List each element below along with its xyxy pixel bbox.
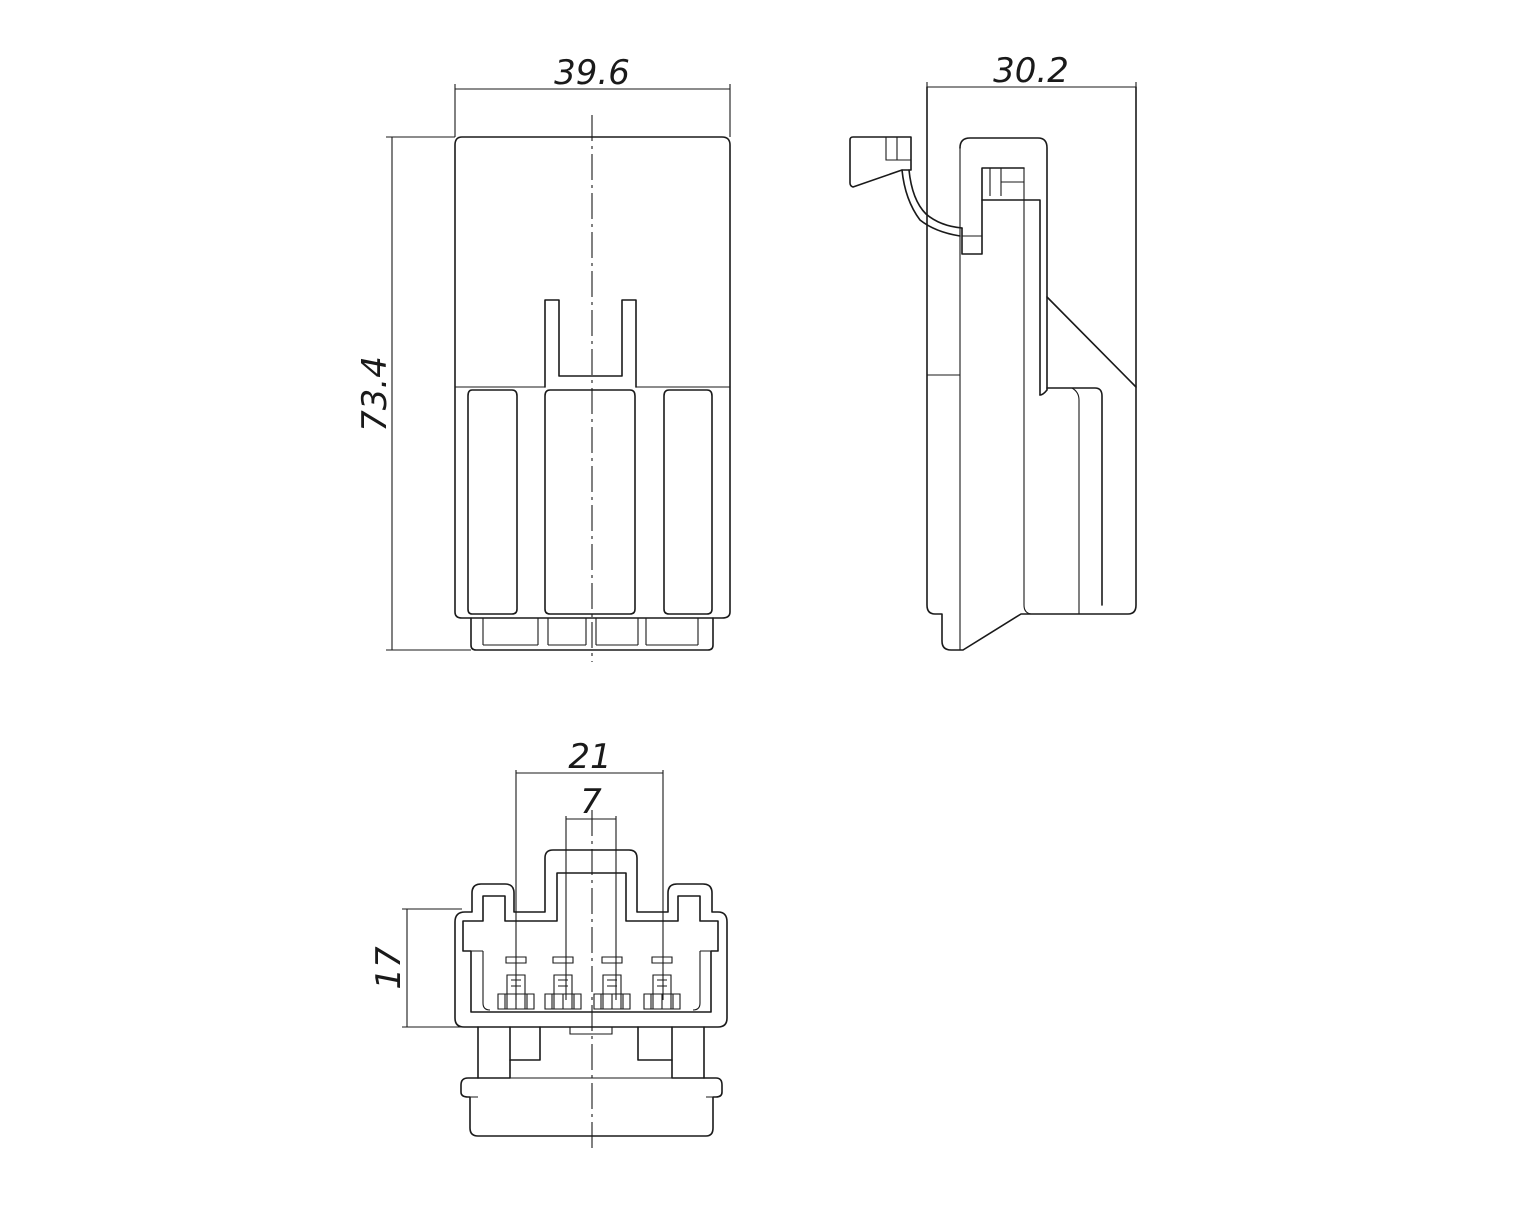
bottom-outer-dimension: 21 <box>515 737 664 1000</box>
front-width-dimension: 39.6 <box>454 53 731 137</box>
side-depth-label: 30.2 <box>993 51 1069 91</box>
front-width-label: 39.6 <box>554 53 630 93</box>
side-view: 30.2 <box>849 51 1137 651</box>
front-view: 39.6 73.4 <box>355 53 731 662</box>
side-depth-dimension: 30.2 <box>926 51 1137 91</box>
bottom-height-label: 17 <box>369 946 409 990</box>
front-height-dimension: 73.4 <box>355 136 471 651</box>
bottom-outer-label: 21 <box>568 737 611 777</box>
bottom-view: 21 7 17 <box>369 737 728 1150</box>
front-height-label: 73.4 <box>355 356 395 432</box>
bottom-height-dimension: 17 <box>369 908 462 1028</box>
bottom-key-label: 7 <box>580 782 602 822</box>
bottom-key-dimension: 7 <box>565 782 617 1000</box>
terminal-cavities <box>497 974 681 1010</box>
